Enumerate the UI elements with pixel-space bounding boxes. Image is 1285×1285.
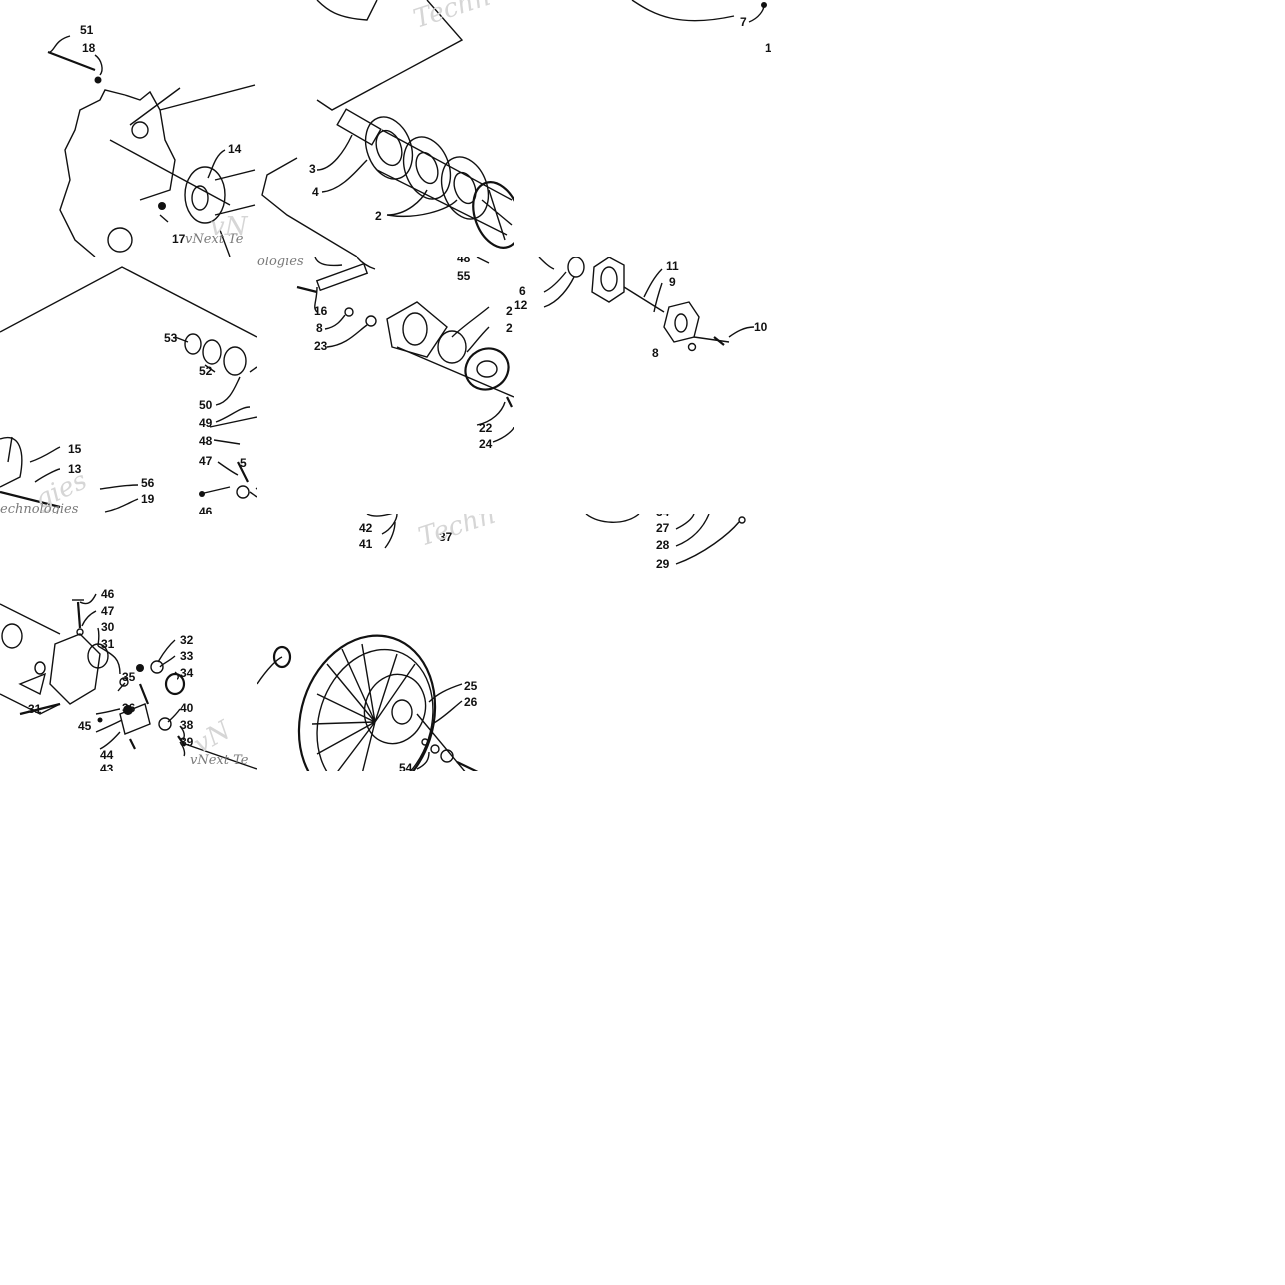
callout-17: 17 — [172, 232, 186, 246]
tile-driven-pulley: 25 26 54 — [257, 514, 514, 771]
callout-5: 5 — [240, 456, 247, 470]
callout-32: 32 — [180, 633, 194, 647]
callout-52: 52 — [199, 364, 213, 378]
callout-7: 7 — [740, 15, 747, 29]
callout-9: 9 — [669, 275, 676, 289]
callout-35: 35 — [122, 670, 136, 684]
callout-19: 19 — [141, 492, 155, 506]
callout-1: 1 — [765, 41, 771, 55]
callout-41: 41 — [359, 537, 373, 551]
callout-4: 4 — [312, 185, 319, 199]
callout-36: 36 — [122, 701, 136, 715]
callout-2-upper: 2 — [506, 304, 513, 318]
callout-54: 54 — [399, 761, 413, 771]
callout-24: 24 — [479, 437, 493, 451]
callout-2-lower: 2 — [506, 321, 513, 335]
callout-30: 30 — [101, 620, 115, 634]
callout-47-lower: 47 — [101, 604, 115, 618]
callout-11: 11 — [666, 259, 679, 273]
callout-50: 50 — [199, 398, 213, 412]
tile-axle-bearing: 1 16 8 23 2 2 22 24 48 55 ologies — [257, 257, 514, 514]
callout-53: 53 — [164, 331, 178, 345]
callout-26: 26 — [464, 695, 478, 709]
callout-42: 42 — [359, 521, 373, 535]
callout-40: 40 — [180, 701, 194, 715]
callout-38: 38 — [180, 718, 194, 732]
callout-39: 39 — [180, 735, 194, 749]
callout-8: 8 — [316, 321, 323, 335]
callout-25: 25 — [464, 679, 478, 693]
callout-45: 45 — [78, 719, 92, 733]
callout-15: 15 — [68, 442, 82, 456]
callout-3: 3 — [309, 162, 316, 176]
watermark-ologies: ologies — [257, 257, 304, 269]
tile-linkage-detail: 46 47 30 31 32 33 34 35 36 31 40 38 39 4… — [0, 514, 257, 771]
callout-12: 12 — [514, 298, 528, 312]
callout-6: 6 — [519, 284, 526, 298]
callout-43: 43 — [100, 762, 114, 771]
tile-right-bearing: 6 12 11 9 10 8 — [514, 257, 771, 514]
callout-28: 28 — [656, 538, 670, 552]
callout-47: 47 — [199, 454, 213, 468]
callout-13: 13 — [68, 462, 82, 476]
callout-14: 14 — [228, 142, 242, 156]
callout-48: 48 — [199, 434, 213, 448]
callout-16: 16 — [314, 304, 328, 318]
tile-right-hardware: 27 28 29 34 — [514, 514, 771, 771]
callout-48-partial: 48 — [457, 257, 471, 265]
watermark-technologies: echnologies — [0, 502, 79, 514]
callout-29: 29 — [656, 557, 670, 571]
callout-34: 34 — [180, 666, 194, 680]
callout-33: 33 — [180, 649, 194, 663]
callout-31: 31 — [101, 637, 115, 651]
pulley-spokes — [311, 643, 416, 771]
callout-31-left: 31 — [28, 702, 42, 716]
tile-gearcase-left: 51 18 14 17 vNext Te vN — [0, 0, 257, 257]
callout-46: 46 — [199, 505, 213, 514]
tile-clutch-shaft: 3 4 2 Techn — [257, 0, 514, 257]
watermark-vnext: vNext Te — [185, 232, 244, 247]
tile-lever-assembly: 53 52 50 49 48 47 5 15 13 56 19 46 gies … — [0, 257, 257, 514]
callout-49: 49 — [199, 416, 213, 430]
callout-51: 51 — [80, 23, 94, 37]
callout-2: 2 — [375, 209, 382, 223]
callout-27: 27 — [656, 521, 670, 535]
callout-56: 56 — [141, 476, 155, 490]
clutch-assembly — [336, 108, 514, 249]
callout-8-right: 8 — [652, 346, 659, 360]
callout-46-lower: 46 — [101, 587, 115, 601]
tile-top-right: 7 1 — [514, 0, 771, 257]
callout-34-partial: 34 — [656, 514, 670, 519]
callout-37: 37 — [439, 530, 453, 544]
callout-22: 22 — [479, 421, 493, 435]
watermark-fragment: vN — [210, 212, 249, 242]
callout-44: 44 — [100, 748, 114, 762]
watermark-vnext-lower: vNext Te — [190, 753, 249, 768]
callout-23: 23 — [314, 339, 328, 353]
callout-18: 18 — [82, 41, 96, 55]
callout-10: 10 — [754, 320, 768, 334]
callout-55: 55 — [457, 269, 471, 283]
